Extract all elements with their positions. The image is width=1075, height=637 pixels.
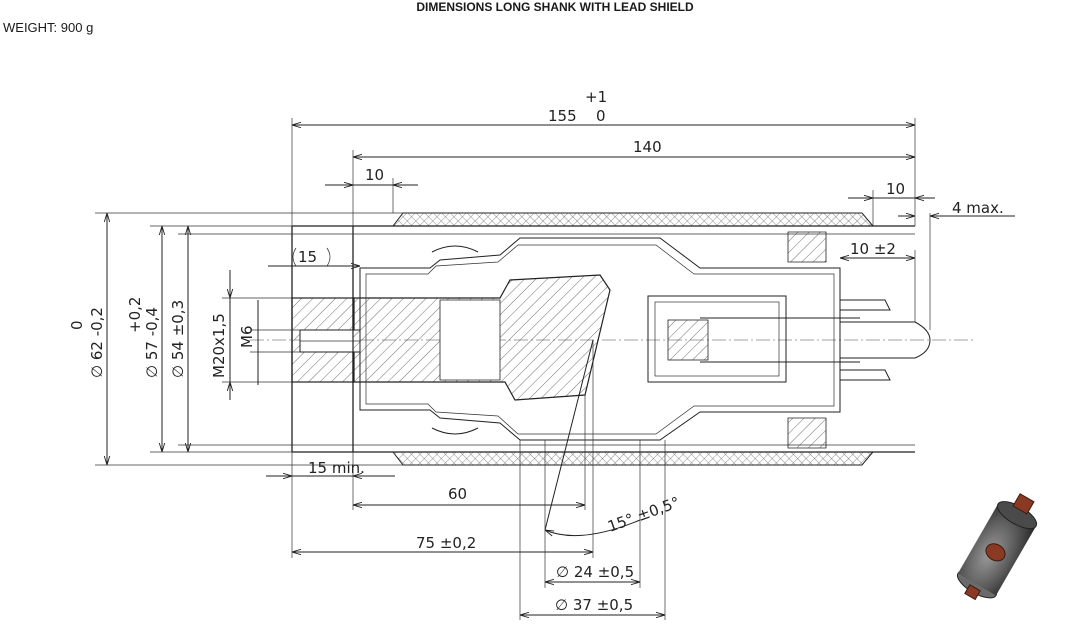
inner-body	[352, 274, 611, 401]
drawing-title: DIMENSIONS LONG SHANK WITH LEAD SHIELD	[416, 0, 694, 14]
threaded-stud	[291, 297, 361, 383]
housing-outline	[359, 231, 841, 449]
dim-diam-57-tol: +0,2	[126, 297, 144, 333]
product-3d-render-icon	[956, 493, 1038, 601]
dim-ref-15-label: 15	[298, 248, 317, 266]
dim-155-label: 155	[548, 107, 577, 125]
dim-155-lower-tol: 0	[596, 107, 606, 125]
dim-thread-label: M20x1,5	[210, 313, 228, 378]
dim-155-upper-tol: +1	[585, 88, 607, 106]
dim-diam-37-label: ∅ 37 ±0,5	[555, 596, 633, 614]
dim-right-10-label: 10	[886, 180, 905, 198]
angle-ref-line	[544, 339, 594, 531]
dim-140-label: 140	[633, 138, 662, 156]
dim-diam-57-label: ∅ 57 -0,4	[143, 307, 161, 378]
dim-angle-arc	[545, 519, 641, 536]
dim-shoulder-10-label: 10	[365, 166, 384, 184]
dim-pin-10-label: 10 ±2	[850, 240, 896, 258]
weight-label: WEIGHT: 900 g	[3, 20, 94, 35]
dim-4max-label: 4 max.	[952, 199, 1004, 217]
dim-diam-54-label: ∅ 54 ±0,3	[169, 300, 187, 378]
lead-shield	[391, 212, 875, 466]
dim-angle-label: 15° ±0,5°	[605, 493, 682, 536]
dim-m6-label: M6	[238, 326, 256, 349]
dim-diam-62-label: ∅ 62 -0,2	[88, 307, 106, 378]
dim-diam-62-tol: 0	[68, 320, 86, 330]
dim-60-label: 60	[448, 485, 467, 503]
dim-diam-24-label: ∅ 24 ±0,5	[556, 563, 634, 581]
dim-overall-length	[291, 118, 916, 226]
dim-75-label: 75 ±0,2	[416, 534, 476, 552]
dim-15min-label: 15 min.	[308, 459, 365, 477]
contact-insert	[647, 295, 931, 383]
